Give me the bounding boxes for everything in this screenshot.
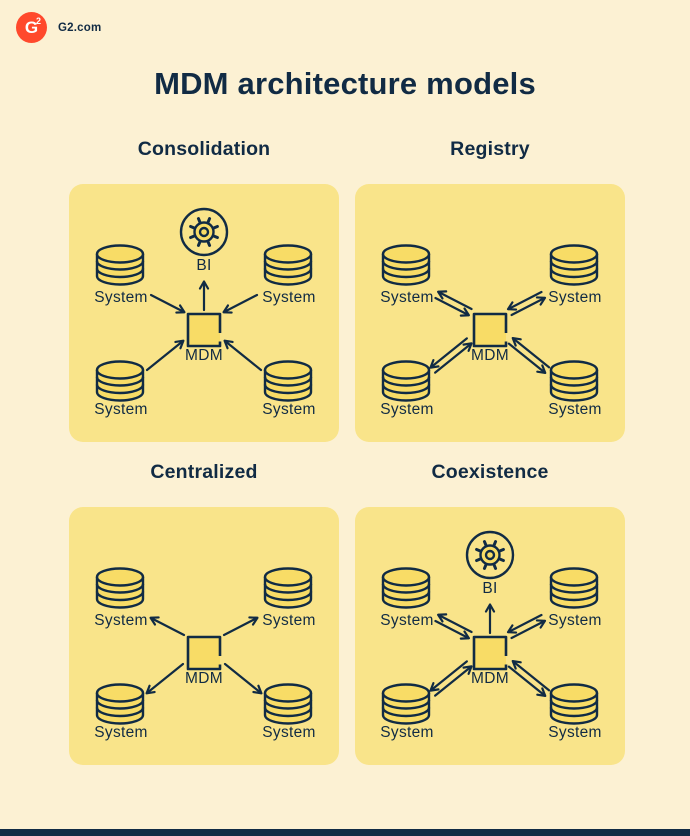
system-label: System [380,401,433,418]
mdm-label: MDM [185,670,223,687]
system-label: System [94,401,147,418]
database-icon [263,244,313,286]
system-label: System [380,724,433,741]
arrow [149,293,186,314]
heading-coexistence: Coexistence [431,461,549,483]
system-label: System [94,289,147,306]
arrow [511,336,551,369]
arrow [434,619,470,640]
bi-gear-icon [465,530,515,580]
arrow [429,337,468,369]
g2-logo-icon: G 2 [16,12,47,43]
arrow [223,339,263,372]
heading-registry: Registry [450,138,530,160]
g2-logo-glyph: G [24,17,39,37]
site-name: G2.com [58,21,102,34]
arrow [437,613,473,634]
database-icon [95,244,145,286]
database-icon [381,567,431,609]
mdm-label: MDM [471,347,509,364]
arrow [506,290,543,311]
bi-label: BI [196,257,211,274]
arrow [149,616,186,637]
database-icon [95,360,145,402]
database-icon [549,567,599,609]
heading-centralized: Centralized [150,461,258,483]
arrow [222,293,259,314]
arrow [510,619,547,640]
mdm-node-icon [186,635,222,671]
arrow [222,616,259,637]
database-icon [263,360,313,402]
database-icon [263,567,313,609]
arrow [507,665,547,698]
system-label: System [548,401,601,418]
system-label: System [262,289,315,306]
arrow [511,659,551,692]
system-label: System [548,612,601,629]
system-label: System [94,612,147,629]
arrow [223,662,263,695]
system-label: System [548,724,601,741]
page-header: G 2 G2.com [16,12,101,43]
system-label: System [380,289,433,306]
database-icon [263,683,313,725]
database-icon [549,683,599,725]
mdm-node-icon [472,635,508,671]
arrow [434,342,473,374]
database-icon [381,683,431,725]
system-label: System [548,289,601,306]
system-label: System [94,724,147,741]
mdm-label: MDM [185,347,223,364]
arrow [145,339,185,372]
database-icon [381,244,431,286]
arrow [510,296,547,317]
system-label: System [262,612,315,629]
arrow [437,290,473,311]
database-icon [549,360,599,402]
database-icon [381,360,431,402]
system-label: System [262,401,315,418]
system-label: System [262,724,315,741]
bi-label: BI [482,580,497,597]
database-icon [95,567,145,609]
mdm-label: MDM [471,670,509,687]
arrow [507,342,547,375]
arrow [145,662,185,695]
system-label: System [380,612,433,629]
database-icon [549,244,599,286]
arrow [434,296,470,317]
bi-gear-icon [179,207,229,257]
footer-brand-bar [0,829,690,836]
g2-logo-superscript: 2 [35,16,41,26]
page-title: MDM architecture models [154,66,536,101]
heading-consolidation: Consolidation [137,138,271,160]
arrow [434,665,473,697]
mdm-node-icon [472,312,508,348]
mdm-node-icon [186,312,222,348]
database-icon [95,683,145,725]
arrow [506,613,543,634]
arrow [429,660,468,692]
